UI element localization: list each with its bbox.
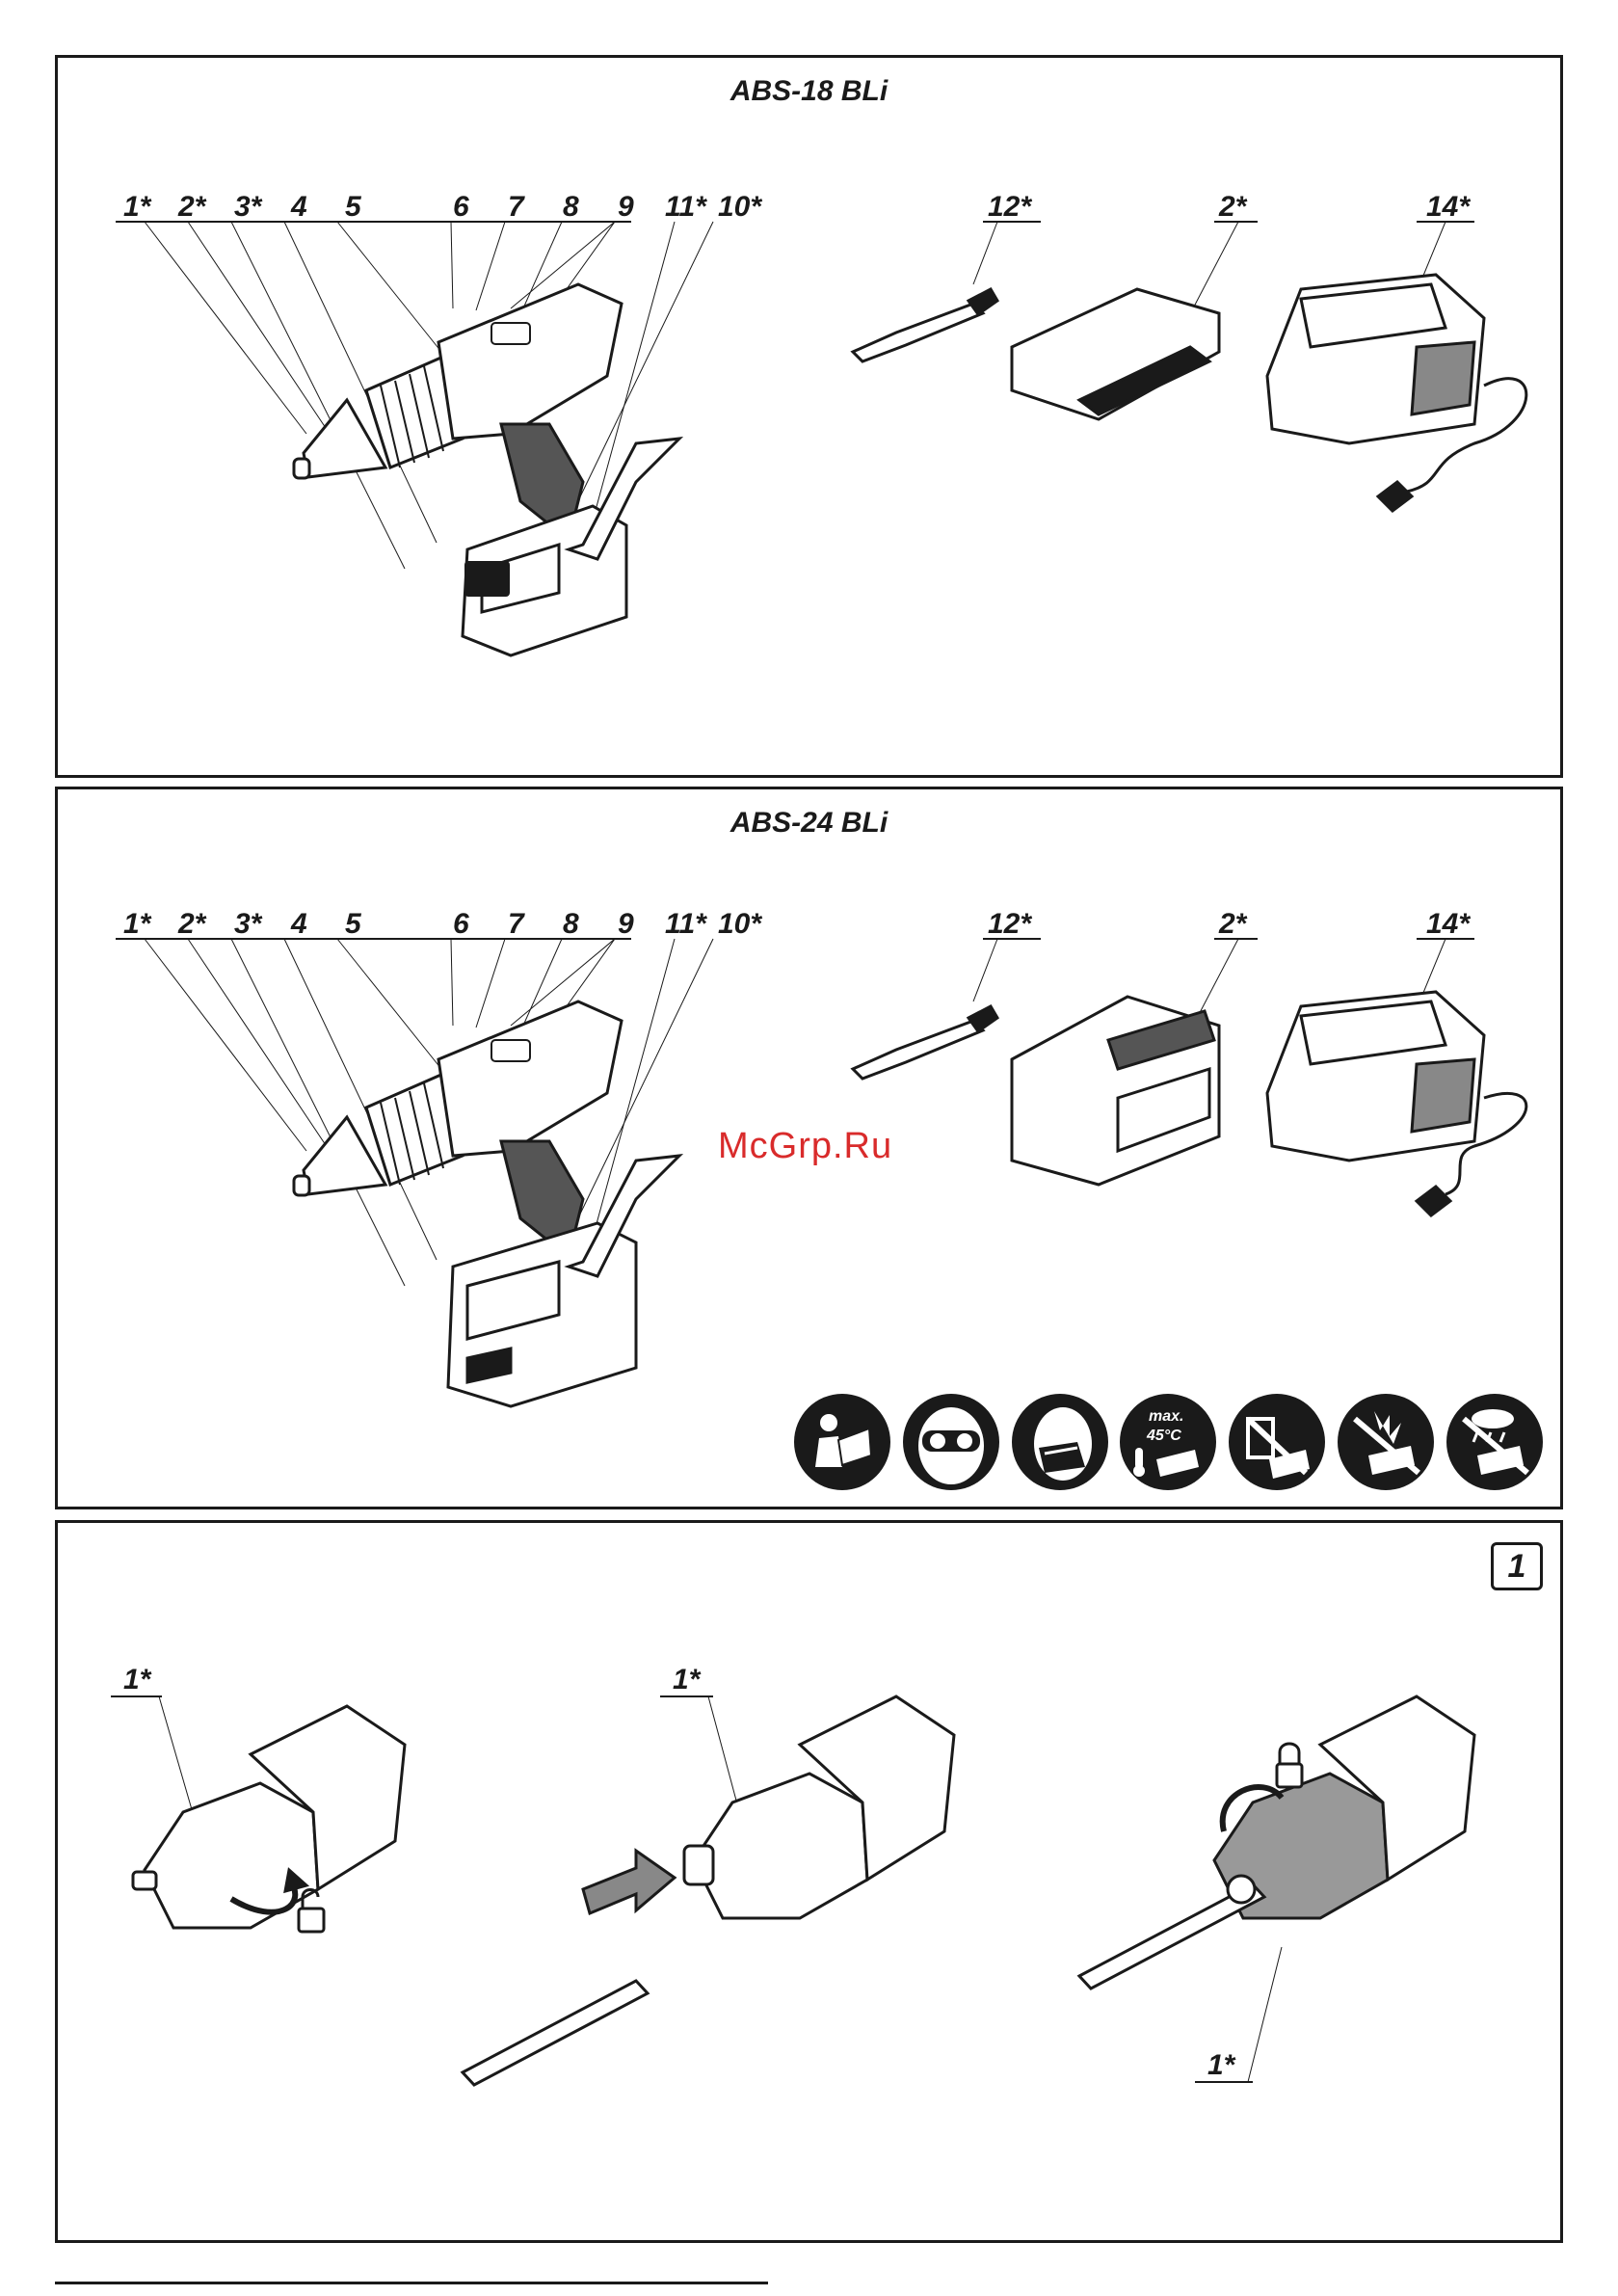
figure-1-panel: 1 bbox=[55, 1520, 1563, 2243]
callout-1: 1* bbox=[123, 193, 150, 222]
callout-3: 3* bbox=[234, 193, 261, 222]
callout-3: 3* bbox=[234, 910, 261, 939]
callout-5: 5 bbox=[345, 910, 361, 939]
panel-abs-18: ABS-18 BLi bbox=[55, 55, 1563, 778]
safety-goggles-icon bbox=[901, 1392, 1001, 1492]
read-manual-icon bbox=[792, 1392, 892, 1492]
chuck-insertion-diagram bbox=[58, 1523, 1566, 2246]
callout-4: 4 bbox=[291, 910, 307, 939]
max-temperature-icon: max. 45°C bbox=[1118, 1392, 1218, 1492]
callout-14: 14* bbox=[1426, 910, 1470, 939]
callout-6: 6 bbox=[453, 910, 469, 939]
callout-11: 11* bbox=[665, 193, 706, 222]
callout-11: 11* bbox=[665, 910, 706, 939]
callout-7: 7 bbox=[508, 910, 524, 939]
callout-8: 8 bbox=[563, 193, 579, 222]
dust-mask-icon bbox=[1010, 1392, 1110, 1492]
bottom-rule bbox=[55, 2282, 768, 2284]
callout-4: 4 bbox=[291, 193, 307, 222]
callout-1-chuck-unlock: 1* bbox=[123, 1666, 150, 1695]
callout-9: 9 bbox=[618, 910, 634, 939]
callout-12: 12* bbox=[988, 193, 1031, 222]
callout-1-chuck-lock: 1* bbox=[1207, 2051, 1234, 2080]
watermark: McGrp.Ru bbox=[718, 1126, 892, 1167]
callout-10: 10* bbox=[718, 910, 761, 939]
no-household-waste-icon bbox=[1227, 1392, 1327, 1492]
callout-9: 9 bbox=[618, 193, 634, 222]
callout-1-chuck-insert: 1* bbox=[673, 1666, 700, 1695]
max-label: max. bbox=[1149, 1408, 1183, 1425]
callout-6: 6 bbox=[453, 193, 469, 222]
callout-12: 12* bbox=[988, 910, 1031, 939]
callout-5: 5 bbox=[345, 193, 361, 222]
callout-10: 10* bbox=[718, 193, 761, 222]
no-fire-icon bbox=[1336, 1392, 1436, 1492]
callout-2-battery: 2* bbox=[1219, 910, 1246, 939]
callout-2-battery: 2* bbox=[1219, 193, 1246, 222]
temp-label: 45°C bbox=[1146, 1428, 1181, 1444]
callout-2: 2* bbox=[178, 193, 205, 222]
no-rain-icon bbox=[1445, 1392, 1545, 1492]
callout-8: 8 bbox=[563, 910, 579, 939]
drill-parts-diagram bbox=[58, 58, 1566, 781]
callout-2: 2* bbox=[178, 910, 205, 939]
callout-14: 14* bbox=[1426, 193, 1470, 222]
callout-7: 7 bbox=[508, 193, 524, 222]
callout-1: 1* bbox=[123, 910, 150, 939]
